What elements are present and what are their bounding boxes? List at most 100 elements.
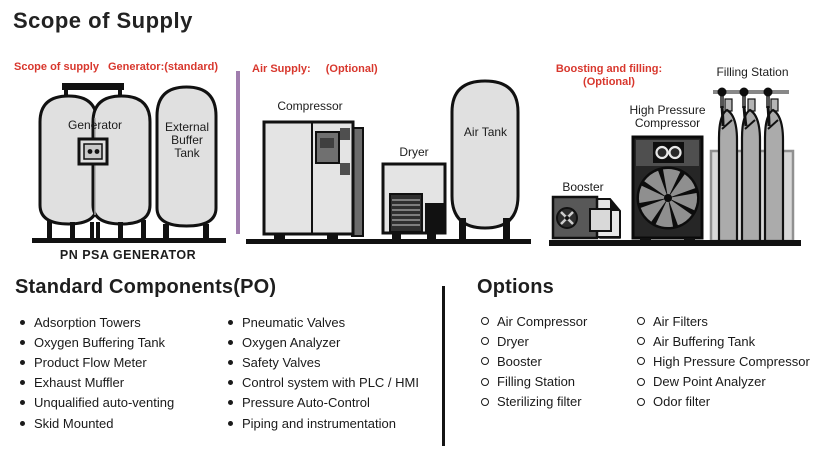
hollow-bullet-icon — [481, 357, 489, 366]
filling-station-label: Filling Station — [716, 65, 789, 79]
booster-graphic — [551, 195, 621, 240]
boosting-ground-line — [549, 240, 801, 246]
list-item-label: Air Buffering Tank — [653, 333, 756, 349]
air-supply-ground-line — [246, 239, 531, 244]
list-item: Piping and instrumentation — [228, 413, 419, 433]
dryer-graphic — [381, 162, 447, 241]
list-item: Safety Valves — [228, 352, 419, 372]
list-item: Filling Station — [481, 372, 587, 392]
bullet-icon — [228, 380, 233, 386]
bullet-icon — [228, 339, 233, 345]
standard-components-col1: Adsorption Towers Oxygen Buffering Tank … — [20, 312, 174, 433]
fan-blades — [638, 168, 698, 228]
list-item-label: Sterilizing filter — [497, 394, 582, 410]
list-item-label: Adsorption Towers — [34, 314, 141, 330]
list-item: Adsorption Towers — [20, 312, 174, 332]
list-item-label: Control system with PLC / HMI — [242, 375, 419, 391]
list-item: Air Compressor — [481, 311, 587, 331]
list-item-label: Booster — [497, 353, 542, 369]
list-item-label: Pressure Auto-Control — [242, 395, 370, 411]
list-item-label: Safety Valves — [242, 354, 321, 370]
list-item: Air Buffering Tank — [637, 331, 810, 351]
generator-standard-label: Generator:(standard) — [108, 61, 219, 73]
generator-air-supply-divider — [236, 71, 240, 234]
boosting-label-line1: Boosting and filling: — [555, 63, 663, 75]
hollow-bullet-icon — [637, 377, 645, 386]
psa-generator-caption: PN PSA GENERATOR — [59, 248, 197, 262]
standard-components-heading: Standard Components(PO) — [15, 276, 277, 298]
bullet-icon — [20, 359, 25, 365]
list-item-label: Odor filter — [653, 394, 711, 410]
list-item-label: Dryer — [497, 333, 529, 349]
list-item: Exhaust Muffler — [20, 373, 174, 393]
generator-label: Generator — [67, 118, 123, 132]
list-item: Oxygen Analyzer — [228, 332, 419, 352]
list-item: Sterilizing filter — [481, 392, 587, 412]
options-heading: Options — [477, 276, 554, 298]
list-item: Product Flow Meter — [20, 352, 174, 372]
bullet-icon — [20, 420, 25, 426]
list-item-label: Oxygen Analyzer — [242, 334, 341, 350]
boosting-label-line2: (Optional) — [583, 76, 635, 88]
dryer-label: Dryer — [399, 145, 429, 159]
list-item-label: Pneumatic Valves — [242, 314, 346, 330]
hollow-bullet-icon — [637, 397, 645, 406]
bullet-icon — [20, 339, 25, 345]
bullet-icon — [20, 380, 25, 386]
list-item-label: Dew Point Analyzer — [653, 374, 766, 390]
external-buffer-tank-graphic — [155, 85, 218, 239]
list-item-label: Piping and instrumentation — [242, 415, 396, 431]
filling-station-graphic — [709, 87, 795, 243]
hollow-bullet-icon — [637, 357, 645, 366]
list-item: Pressure Auto-Control — [228, 393, 419, 413]
list-item: Pneumatic Valves — [228, 312, 419, 332]
bullet-icon — [228, 359, 233, 365]
buffer-tank-label: External Buffer Tank — [164, 120, 210, 160]
list-item: Dew Point Analyzer — [637, 372, 810, 392]
list-item: Dryer — [481, 331, 587, 351]
hp-compressor-label: High Pressure Compressor — [629, 103, 706, 130]
page-title: Scope of Supply — [13, 8, 193, 33]
compressor-graphic — [262, 120, 364, 242]
compressor-label: Compressor — [277, 99, 343, 113]
list-item-label: Unqualified auto-venting — [34, 395, 175, 411]
bullet-icon — [20, 319, 25, 325]
list-item-label: Air Filters — [653, 313, 708, 329]
hollow-bullet-icon — [481, 397, 489, 406]
scope-of-supply-label: Scope of supply — [14, 61, 99, 73]
list-item: Air Filters — [637, 311, 810, 331]
air-supply-optional-text: (Optional) — [325, 63, 378, 75]
boosting-filling-label: Boosting and filling: (Optional) — [552, 63, 666, 89]
hollow-bullet-icon — [481, 317, 489, 326]
list-item: Skid Mounted — [20, 413, 174, 433]
generator-base-line — [32, 238, 226, 243]
list-item: Control system with PLC / HMI — [228, 373, 419, 393]
bullet-icon — [228, 420, 233, 426]
bullet-icon — [228, 400, 233, 406]
list-item: Oxygen Buffering Tank — [20, 332, 174, 352]
air-tank-label: Air Tank — [463, 125, 508, 139]
psa-generator-graphic — [38, 83, 152, 239]
list-item-label: Oxygen Buffering Tank — [34, 334, 166, 350]
standard-components-col2: Pneumatic Valves Oxygen Analyzer Safety … — [228, 312, 419, 433]
list-item: Unqualified auto-venting — [20, 393, 174, 413]
list-item-label: Skid Mounted — [34, 415, 114, 431]
list-item-label: Air Compressor — [497, 313, 588, 329]
booster-label: Booster — [562, 180, 604, 194]
list-item-label: High Pressure Compressor — [653, 353, 810, 369]
list-item: High Pressure Compressor — [637, 351, 810, 371]
hollow-bullet-icon — [637, 317, 645, 326]
options-col1: Air Compressor Dryer Booster Filling Sta… — [481, 311, 587, 412]
high-pressure-compressor-graphic — [631, 135, 704, 246]
list-item: Booster — [481, 351, 587, 371]
list-item-label: Exhaust Muffler — [34, 375, 125, 391]
components-options-divider — [442, 286, 445, 446]
list-item-label: Filling Station — [497, 374, 576, 390]
hollow-bullet-icon — [481, 377, 489, 386]
list-item: Odor filter — [637, 392, 810, 412]
air-supply-label-text: Air Supply: — [252, 63, 311, 75]
hollow-bullet-icon — [481, 337, 489, 346]
list-item-label: Product Flow Meter — [34, 354, 147, 370]
